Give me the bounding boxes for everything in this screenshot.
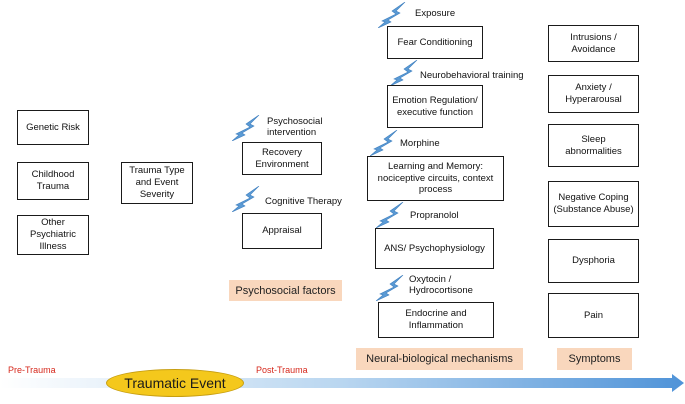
genetic-risk-box: Genetic Risk: [17, 110, 89, 145]
pre-trauma-label: Pre-Trauma: [8, 365, 56, 375]
childhood-trauma-text: Childhood Trauma: [31, 169, 75, 192]
recovery-environment-box: Recovery Environment: [242, 142, 322, 175]
psychosocial-factors-label: Psychosocial factors: [229, 280, 342, 301]
negative-coping-text: Negative Coping (Substance Abuse): [553, 192, 634, 215]
exposure-bolt-icon: [378, 2, 406, 28]
post-trauma-label: Post-Trauma: [256, 365, 308, 375]
neurobehavioral-training-label: Neurobehavioral training: [420, 70, 524, 81]
appraisal-text: Appraisal: [262, 225, 302, 237]
emotion-regulation-text: Emotion Regulation/ executive function: [392, 94, 478, 118]
dysphoria-box: Dysphoria: [548, 239, 639, 283]
exposure-label: Exposure: [415, 8, 456, 19]
recovery-environment-text: Recovery Environment: [255, 146, 309, 170]
pain-text: Pain: [583, 309, 603, 321]
learning-memory-box: Learning and Memory: nociceptive circuit…: [367, 156, 504, 201]
trauma-type-text: Trauma Type and Event Severity: [129, 165, 185, 200]
anxiety-hyperarousal-text: Anxiety / Hyperarousal: [565, 82, 622, 105]
neurobehavioral-training-bolt-icon: [390, 60, 418, 86]
appraisal-box: Appraisal: [242, 213, 322, 249]
emotion-regulation-box: Emotion Regulation/ executive function: [387, 85, 483, 128]
genetic-risk-text: Genetic Risk: [26, 121, 80, 133]
trauma-type-box: Trauma Type and Event Severity: [121, 162, 193, 204]
negative-coping-box: Negative Coping (Substance Abuse): [548, 181, 639, 227]
psychosocial-intervention-bolt-icon: [232, 115, 260, 141]
morphine-label: Morphine: [400, 138, 440, 149]
propranolol-label: Propranolol: [410, 210, 459, 221]
symptoms-label: Symptoms: [557, 348, 632, 370]
intrusions-avoidance-box: Intrusions / Avoidance: [548, 25, 639, 62]
pain-box: Pain: [548, 293, 639, 338]
cognitive-therapy-label: Cognitive Therapy: [265, 196, 342, 207]
cognitive-therapy-bolt-icon: [232, 186, 260, 212]
dysphoria-text: Dysphoria: [572, 255, 615, 267]
traumatic-event-ellipse: Traumatic Event: [106, 369, 244, 397]
oxytocin-label: Oxytocin /Hydrocortisone: [409, 274, 473, 297]
traumatic-event-text: Traumatic Event: [124, 375, 226, 391]
endocrine-inflammation-box: Endocrine and Inflammation: [378, 302, 494, 338]
sleep-abnormalities-text: Sleep abnormalities: [565, 133, 622, 157]
anxiety-hyperarousal-box: Anxiety / Hyperarousal: [548, 75, 639, 113]
other-psychiatric-illness-text: Other Psychiatric Illness: [30, 217, 76, 252]
morphine-bolt-icon: [370, 130, 398, 156]
learning-memory-text: Learning and Memory: nociceptive circuit…: [377, 160, 494, 196]
propranolol-bolt-icon: [376, 202, 404, 228]
fear-conditioning-text: Fear Conditioning: [397, 36, 473, 48]
fear-conditioning-box: Fear Conditioning: [387, 26, 483, 59]
neural-biological-mechanisms-label: Neural-biological mechanisms: [356, 348, 523, 370]
sleep-abnormalities-box: Sleep abnormalities: [548, 124, 639, 167]
ans-psychophysiology-text: ANS/ Psychophysiology: [384, 242, 485, 254]
childhood-trauma-box: Childhood Trauma: [17, 162, 89, 200]
ans-psychophysiology-box: ANS/ Psychophysiology: [375, 228, 494, 269]
other-psychiatric-illness-box: Other Psychiatric Illness: [17, 215, 89, 255]
endocrine-inflammation-text: Endocrine and Inflammation: [405, 308, 467, 331]
intrusions-avoidance-text: Intrusions / Avoidance: [570, 31, 617, 55]
oxytocin-bolt-icon: [376, 275, 404, 301]
